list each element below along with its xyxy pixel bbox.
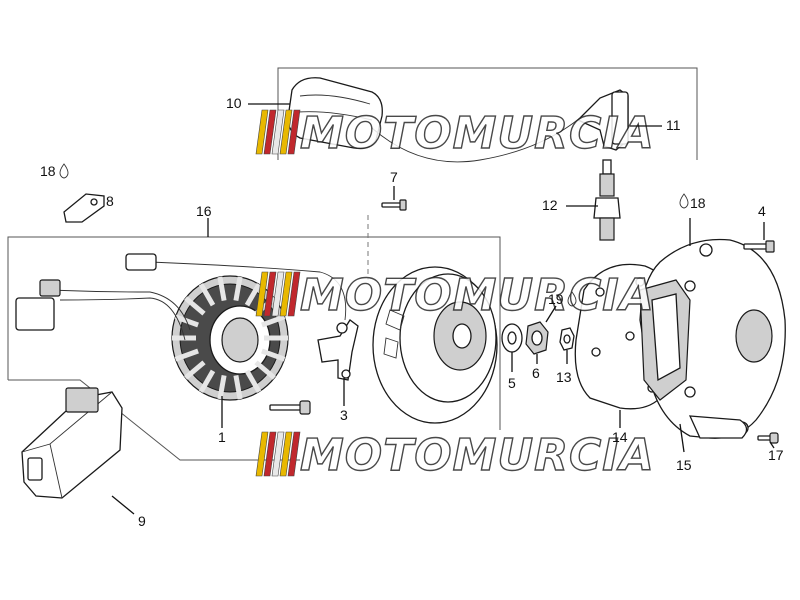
drop-icon bbox=[59, 163, 69, 179]
watermark-stripe bbox=[279, 431, 293, 477]
wire-harness bbox=[15, 253, 347, 341]
stator-tooth bbox=[217, 374, 227, 400]
watermark-stripe bbox=[271, 109, 285, 155]
stator-tooth bbox=[183, 296, 206, 316]
screw-7 bbox=[381, 199, 407, 211]
stator-tooth bbox=[261, 314, 286, 328]
watermark-top: MOTOMURCIA bbox=[255, 107, 655, 160]
drop-icon bbox=[679, 193, 689, 209]
callout-8: 8 bbox=[106, 193, 114, 209]
bracket-clip bbox=[63, 193, 105, 223]
callout-9: 9 bbox=[138, 513, 146, 529]
screw-4 bbox=[743, 240, 775, 253]
watermark-stripe bbox=[279, 271, 293, 317]
callout-13: 13 bbox=[556, 369, 572, 385]
watermark-stripe bbox=[287, 109, 301, 155]
stator-tooth bbox=[174, 348, 199, 362]
stator-tooth bbox=[244, 283, 262, 307]
stator-tooth bbox=[233, 374, 243, 400]
flywheel-rotor bbox=[372, 266, 498, 424]
callout-19: 19 bbox=[548, 291, 564, 307]
cdi-unit bbox=[21, 387, 123, 499]
callout-6: 6 bbox=[532, 365, 540, 381]
callout-3: 3 bbox=[340, 407, 348, 423]
spark-plug-cap bbox=[576, 89, 629, 151]
stator-tooth bbox=[198, 283, 216, 307]
stator-tooth bbox=[254, 360, 277, 380]
watermark-stripe bbox=[263, 109, 277, 155]
watermark-stripe bbox=[279, 109, 293, 155]
callout-15: 15 bbox=[676, 457, 692, 473]
watermark-stripe bbox=[271, 271, 285, 317]
callout-18: 18 bbox=[40, 163, 56, 179]
watermark-text: MOTOMURCIA bbox=[300, 270, 655, 321]
pickup-sensor bbox=[317, 319, 359, 381]
stator-tooth bbox=[183, 360, 206, 380]
watermark-stripe bbox=[255, 109, 269, 155]
small-nut bbox=[559, 327, 575, 351]
screw-stator bbox=[269, 400, 311, 415]
screw-17 bbox=[757, 432, 779, 444]
callout-7: 7 bbox=[390, 169, 398, 185]
callout-11: 11 bbox=[666, 117, 681, 133]
callout-1: 1 bbox=[218, 429, 226, 445]
watermark-text: MOTOMURCIA bbox=[300, 108, 655, 159]
watermark-stripe bbox=[255, 271, 269, 317]
spark-plug bbox=[593, 159, 621, 241]
stator-tooth bbox=[217, 276, 227, 302]
watermark-stripe bbox=[263, 431, 277, 477]
stator-tooth bbox=[233, 276, 243, 302]
watermark-stripe bbox=[271, 431, 285, 477]
watermark-stripe bbox=[287, 431, 301, 477]
callout-17: 17 bbox=[768, 447, 784, 463]
callout-16: 16 bbox=[196, 203, 212, 219]
watermark-stripe bbox=[255, 431, 269, 477]
leader-lines bbox=[111, 103, 775, 515]
stator-tooth bbox=[244, 369, 262, 393]
stator-tooth bbox=[261, 348, 286, 362]
drop-icon bbox=[567, 291, 577, 307]
callout-10: 10 bbox=[226, 95, 242, 111]
watermark-stripe bbox=[287, 271, 301, 317]
stator bbox=[171, 275, 289, 401]
watermark-text: MOTOMURCIA bbox=[300, 430, 655, 481]
washer bbox=[501, 323, 523, 353]
callout-14: 14 bbox=[612, 429, 628, 445]
callout-5: 5 bbox=[508, 375, 516, 391]
stator-teeth bbox=[172, 276, 288, 400]
watermark-stripe bbox=[263, 271, 277, 317]
group-bracket-16-lower bbox=[8, 379, 300, 461]
magneto-cover bbox=[639, 238, 786, 439]
watermark-middle: MOTOMURCIA bbox=[255, 269, 655, 322]
stator-tooth bbox=[198, 369, 216, 393]
watermark-bottom: MOTOMURCIA bbox=[255, 429, 655, 482]
callout-18: 18 bbox=[690, 195, 706, 211]
callout-12: 12 bbox=[542, 197, 558, 213]
flywheel-nut bbox=[525, 321, 549, 355]
group-bracket-16 bbox=[7, 236, 501, 430]
callout-4: 4 bbox=[758, 203, 766, 219]
